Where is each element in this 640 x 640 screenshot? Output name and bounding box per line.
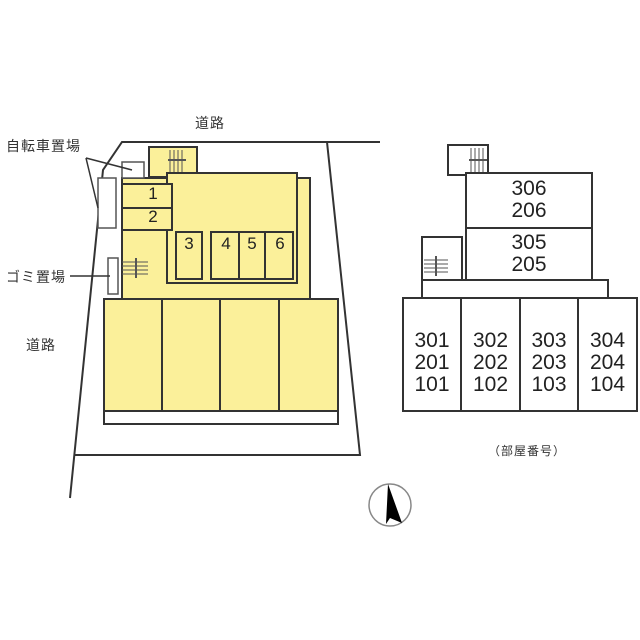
room-cell: 301 201 101: [403, 330, 461, 396]
room-number: 306: [511, 177, 547, 200]
room-number: 206: [511, 199, 547, 222]
facilities: [70, 157, 145, 295]
room-cell: 303 203 103: [520, 330, 578, 396]
room-cell: 306 206: [466, 178, 592, 222]
garbage-area-label: ゴミ置場: [6, 270, 66, 286]
building-plan: [103, 146, 339, 425]
room-number-plan: [402, 144, 638, 412]
room-number: 301: [414, 329, 450, 352]
parking-space-number: 5: [247, 234, 257, 253]
site-boundary: [69, 141, 380, 499]
room-number: 203: [531, 351, 567, 374]
room-number: 305: [511, 231, 547, 254]
room-number: 202: [472, 351, 509, 374]
room-number: 302: [472, 329, 509, 352]
room-cell: 302 202 102: [461, 330, 520, 396]
stairs: [122, 150, 186, 278]
room-number: 201: [414, 351, 450, 374]
parking-space-number: 4: [221, 234, 231, 253]
room-cell: 305 205: [466, 232, 592, 276]
bicycle-parking-label: 自転車置場: [6, 139, 81, 155]
room-number: 304: [589, 329, 626, 352]
room-number-caption: （部屋番号）: [488, 444, 567, 458]
room-number: 103: [531, 373, 567, 396]
room-number: 205: [511, 253, 547, 276]
road-label-left: 道路: [26, 338, 56, 354]
parking-space-number: 2: [148, 207, 158, 226]
road-label-top: 道路: [195, 116, 225, 132]
room-number: 303: [531, 329, 567, 352]
parking-space-number: 1: [148, 184, 158, 203]
room-number: 102: [472, 373, 509, 396]
north-arrow-icon: [368, 483, 412, 527]
room-number: 204: [589, 351, 626, 374]
parking-space-number: 3: [184, 234, 194, 253]
room-number: 104: [589, 373, 626, 396]
room-cell: 304 204 104: [578, 330, 637, 396]
room-number: 101: [414, 373, 450, 396]
parking-space-number: 6: [275, 234, 285, 253]
